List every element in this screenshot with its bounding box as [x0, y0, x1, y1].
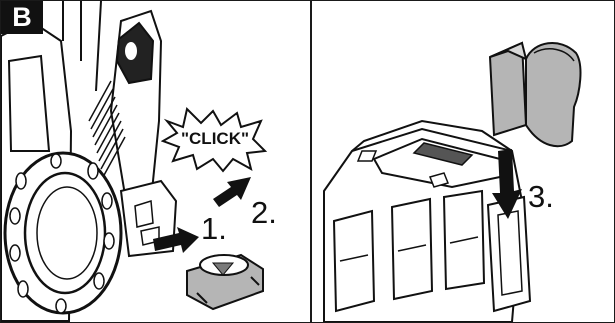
- panel-divider: [310, 1, 312, 322]
- click-sound-text: "CLICK": [180, 129, 250, 148]
- step-3-label: 3.: [528, 179, 554, 214]
- arrow-2-icon: [213, 177, 251, 207]
- arrow-1-icon: [153, 227, 199, 253]
- panel-left: B "CLICK" 1. 2.: [1, 1, 310, 322]
- panel-label-badge: B: [1, 1, 43, 34]
- tank-top-illustration: [323, 41, 582, 322]
- machine-front-illustration: [1, 1, 264, 322]
- burst-icon: [161, 107, 268, 173]
- step-1-label: 1.: [201, 211, 227, 246]
- click-sound-callout: "CLICK": [161, 107, 269, 173]
- arrow-3-icon: [492, 149, 522, 219]
- panel-right: 3.: [312, 1, 614, 322]
- step-2-label: 2.: [251, 195, 277, 230]
